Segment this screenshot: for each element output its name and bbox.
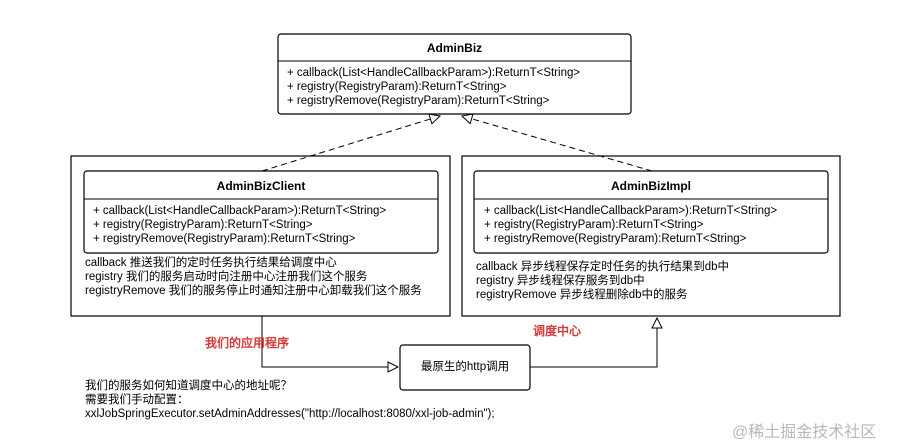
realization-arrow-impl	[462, 116, 653, 172]
client-note-callback: callback 推送我们的定时任务执行结果给调度中心	[85, 257, 337, 269]
watermark: @稀土掘金技术社区	[732, 424, 877, 441]
impl-class-name: AdminBizImpl	[611, 179, 691, 193]
bottom-note-code: xxlJobSpringExecutor.setAdminAddresses("…	[85, 408, 495, 420]
impl-method-registry-remove: + registryRemove(RegistryParam):ReturnT<…	[484, 233, 747, 245]
adminbiz-method-registry-remove: + registryRemove(RegistryParam):ReturnT<…	[287, 95, 550, 107]
adminbiz-method-registry: + registry(RegistryParam):ReturnT<String…	[287, 81, 507, 93]
client-note-registry-remove: registryRemove 我们的服务停止时通知注册中心卸载我们这个服务	[85, 285, 422, 297]
http-call-label: 最原生的http调用	[420, 361, 510, 373]
client-method-registry-remove: + registryRemove(RegistryParam):ReturnT<…	[93, 233, 356, 245]
impl-method-callback: + callback(List<HandleCallbackParam>):Re…	[484, 205, 778, 217]
scheduler-label: 调度中心	[533, 324, 582, 338]
client-note-registry: registry 我们的服务启动时向注册中心注册我们这个服务	[85, 271, 368, 283]
client-method-registry: + registry(RegistryParam):ReturnT<String…	[93, 219, 313, 231]
connector-client-to-http	[261, 316, 398, 367]
impl-method-registry: + registry(RegistryParam):ReturnT<String…	[484, 219, 704, 231]
impl-container	[461, 155, 841, 317]
impl-note-registry-remove: registryRemove 异步线程删除db中的服务	[476, 289, 688, 301]
impl-note-registry: registry 异步线程保存服务到db中	[476, 275, 645, 287]
realization-arrow-client	[261, 116, 440, 172]
adminbiz-class-box	[277, 33, 632, 115]
bottom-note-config: 需要我们手动配置：	[85, 394, 189, 406]
client-method-callback: + callback(List<HandleCallbackParam>):Re…	[93, 205, 387, 217]
connector-http-to-impl	[530, 318, 657, 368]
client-container	[70, 155, 451, 317]
impl-note-callback: callback 异步线程保存定时任务的执行结果到db中	[476, 261, 730, 273]
adminbiz-class-name: AdminBiz	[426, 41, 483, 55]
app-label: 我们的应用程序	[205, 336, 290, 350]
adminbiz-method-callback: + callback(List<HandleCallbackParam>):Re…	[287, 67, 581, 79]
bottom-note-question: 我们的服务如何知道调度中心的地址呢？	[85, 380, 292, 392]
client-class-name: AdminBizClient	[216, 179, 306, 193]
